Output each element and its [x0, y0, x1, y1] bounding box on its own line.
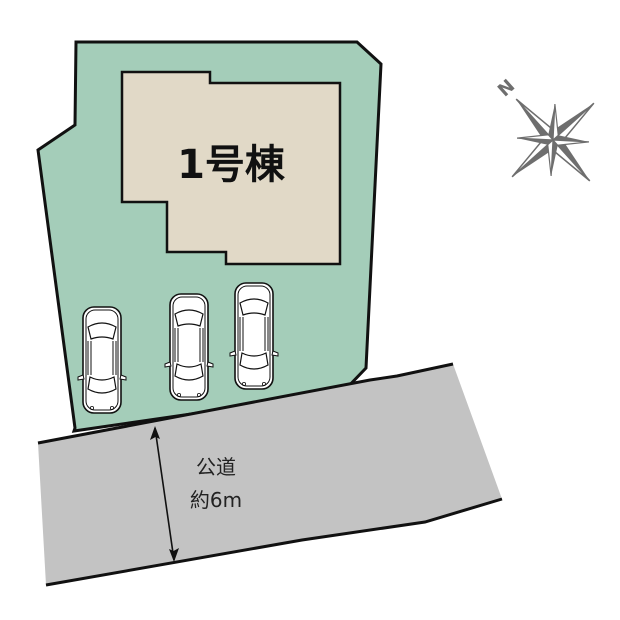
road-name-label: 公道 — [196, 455, 236, 479]
parked-car-2 — [164, 293, 214, 401]
road-edge-top — [37, 362, 454, 445]
parked-car-3 — [229, 282, 279, 390]
road-edge-bottom — [45, 497, 503, 587]
road-width-arrow — [150, 426, 179, 562]
building-label: 1号棟 — [177, 142, 286, 188]
road-width-label: 約6m — [190, 488, 242, 512]
north-label: N — [494, 76, 519, 102]
building-footprint — [120, 70, 342, 266]
public-road — [38, 364, 502, 585]
parked-car-1 — [77, 306, 127, 414]
compass-rose: N — [494, 76, 595, 182]
